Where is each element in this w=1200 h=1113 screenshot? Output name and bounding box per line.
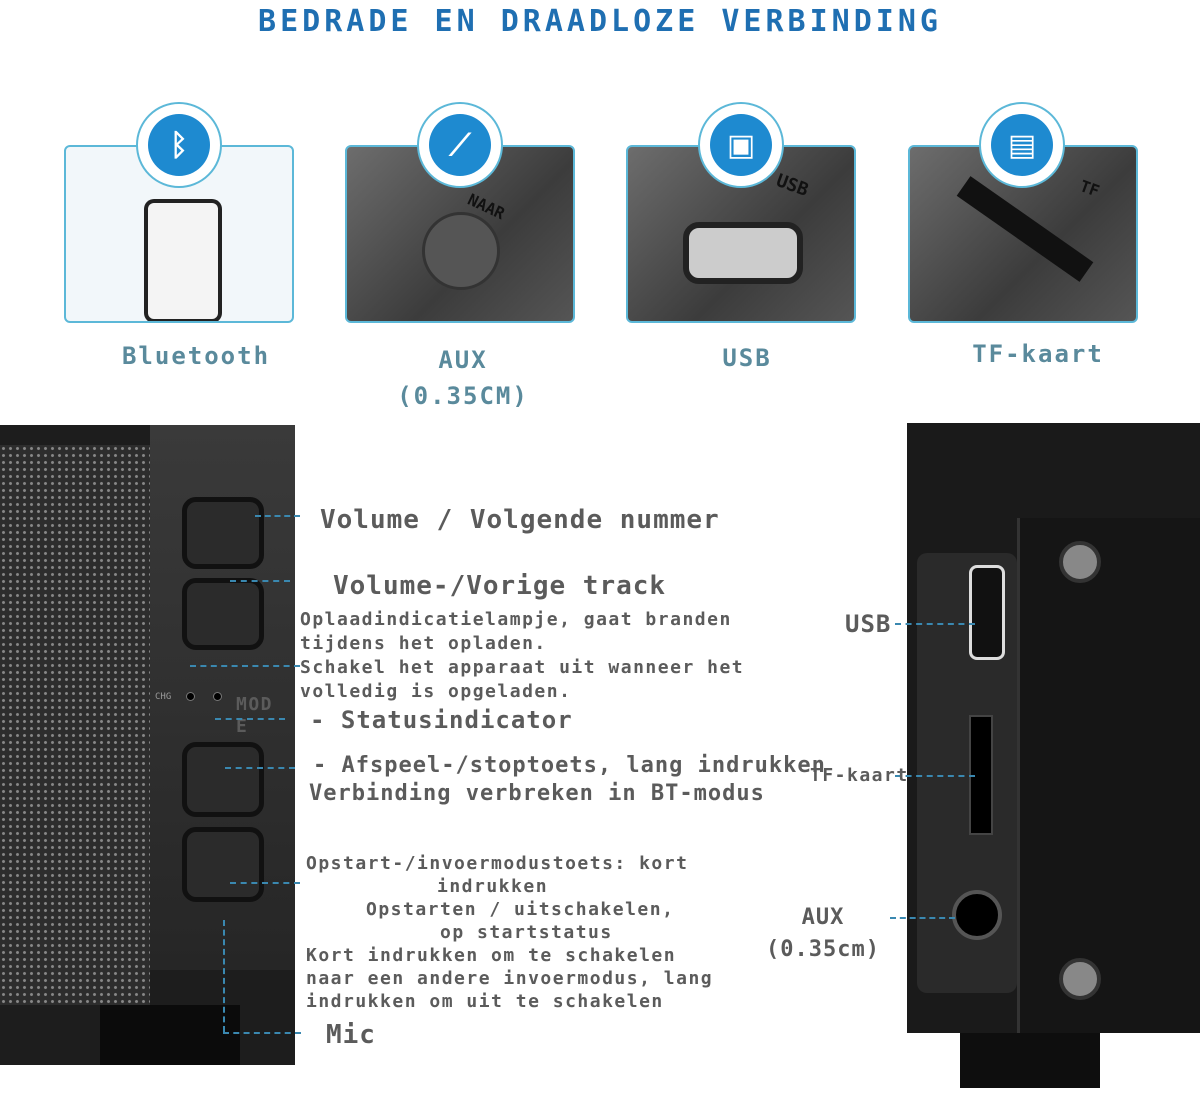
side-aux-label: AUX (0.35cm) <box>766 905 880 962</box>
bluetooth-icon: ᛒ <box>148 114 210 176</box>
side-usb-label: USB <box>845 610 892 638</box>
phone-image <box>144 199 222 321</box>
chg-text: CHG <box>155 692 172 702</box>
screw-icon <box>1059 958 1101 1000</box>
power-button-description: Opstart-/invoermodustoets: kort indrukke… <box>306 852 713 1013</box>
tf-slot <box>956 176 1094 282</box>
volume-down-button <box>182 578 264 650</box>
power-button <box>182 827 264 902</box>
leader-line <box>255 515 300 517</box>
speaker-side <box>907 423 1200 1033</box>
sd-card-icon: ▤ <box>991 114 1053 176</box>
screw-icon <box>1059 541 1101 583</box>
play-label-1: - Afspeel-/stoptoets, lang indrukken <box>313 753 826 778</box>
speaker-front <box>0 425 295 1065</box>
tf-label: TF-kaart <box>972 340 1104 368</box>
leader-line <box>225 767 295 769</box>
aux-port <box>422 212 500 290</box>
leader-line <box>230 580 290 582</box>
speaker-foot <box>100 1005 240 1065</box>
power-text-4: naar een andere invoermodus, lang <box>306 968 714 989</box>
power-text-3b: op startstatus <box>440 922 613 943</box>
mode-text: MOD E <box>236 694 274 737</box>
aux-port <box>952 890 1002 940</box>
tf-port-text: TF <box>1077 176 1102 201</box>
usb-icon: ▣ <box>710 114 772 176</box>
power-text-5: indrukken om uit te schakelen <box>306 991 664 1012</box>
charge-text-1: Oplaadindicatielampje, gaat branden <box>300 609 732 630</box>
bluetooth-label: Bluetooth <box>121 342 271 370</box>
sd-badge: ▤ <box>979 102 1065 188</box>
status-label: - Statusindicator <box>310 706 573 734</box>
aux-label: AUX (0.35CM) <box>397 346 529 410</box>
leader-line <box>890 917 955 919</box>
leader-line <box>895 623 975 625</box>
leader-line <box>215 718 285 720</box>
charge-text-4: volledig is opgeladen. <box>300 681 572 702</box>
play-button <box>182 742 264 817</box>
usb-badge: ▣ <box>698 102 784 188</box>
aux-jack-icon: ⟋ <box>429 114 491 176</box>
charge-text-2: tijdens het opladen. <box>300 633 547 654</box>
power-text-2: Opstarten / uitschakelen, <box>366 899 675 920</box>
charge-text-3: Schakel het apparaat uit wanneer het <box>300 657 745 678</box>
mic-label: Mic <box>326 1020 376 1050</box>
aux-badge: ⟋ <box>417 102 503 188</box>
usb-port <box>969 565 1005 660</box>
power-text-3: Kort indrukken om te schakelen <box>306 945 677 966</box>
leader-line <box>190 665 300 667</box>
volume-down-label: Volume-/Vorige track <box>333 571 667 601</box>
usb-port <box>683 222 803 284</box>
speaker-foot <box>960 1033 1100 1088</box>
charge-led <box>187 693 194 700</box>
power-text-1: Opstart-/invoermodustoets: kort <box>306 853 689 874</box>
page-title: BEDRADE EN DRAADLOZE VERBINDING <box>258 4 942 39</box>
speaker-grill <box>0 445 150 1005</box>
status-led <box>214 693 221 700</box>
leader-line <box>223 920 225 1032</box>
usb-label: USB <box>722 344 772 372</box>
bluetooth-badge: ᛒ <box>136 102 222 188</box>
volume-up-button <box>182 497 264 569</box>
power-text-2b: indrukken <box>437 876 549 897</box>
usb-port-text: USB <box>773 170 812 201</box>
leader-line <box>223 1032 301 1034</box>
leader-line <box>895 775 975 777</box>
volume-up-label: Volume / Volgende nummer <box>320 505 720 535</box>
leader-line <box>230 882 300 884</box>
play-label-2: Verbinding verbreken in BT-modus <box>309 781 765 806</box>
side-tf-label: TF-kaart <box>810 765 909 786</box>
